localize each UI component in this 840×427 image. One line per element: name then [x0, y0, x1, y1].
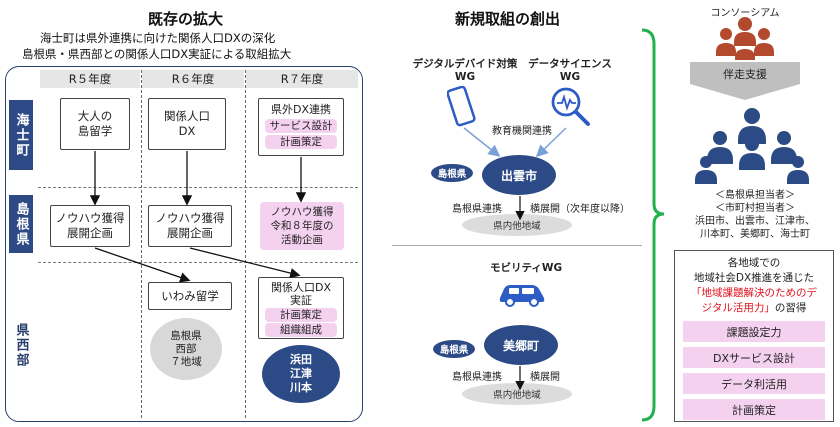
- wg-digital-divide: デジタルデバイド対策 WG: [405, 58, 525, 84]
- cities-line-2: 川本町、美郷町、海士町: [700, 229, 810, 240]
- green-bracket: [641, 28, 665, 422]
- magnifier-icon: [551, 87, 590, 126]
- expand-2: 横展開: [530, 372, 560, 383]
- middle-separator: [392, 245, 642, 246]
- shimane-r7-box: ノウハウ獲得 令和８年度の 活動企画: [260, 202, 344, 250]
- support-label: 伴走支援: [723, 68, 767, 81]
- col-separator: [141, 70, 142, 418]
- middle-title: 新規取組の創出: [455, 10, 561, 28]
- ama-r6-line2: DX: [178, 124, 196, 138]
- west-r7-cities: 浜田 江津 川本: [262, 345, 340, 403]
- wg-data-science: データサイエンス WG: [515, 58, 625, 84]
- city-izumo: 出雲市: [482, 155, 556, 195]
- col-separator: [245, 70, 246, 418]
- ama-r5-box: 大人の 島留学: [60, 98, 130, 150]
- edu-link-label: 教育機関連携: [492, 126, 552, 137]
- row-header-shimane: 島根県: [9, 195, 33, 253]
- left-frame: [5, 66, 363, 422]
- left-arrows: [89, 151, 307, 283]
- wg2-line2: WG: [559, 71, 581, 83]
- west-city-hamada: 浜田: [290, 353, 312, 366]
- skills-red1: 「地域課題解決のためのデ: [691, 287, 817, 299]
- shimane-r7-line2: 令和８年度の: [270, 220, 334, 232]
- consortium-icon: [716, 17, 774, 60]
- skills-box: 各地域での 地域社会DX推進を通じた 「地域課題解決のためのデ ジタル活用力」の…: [674, 250, 834, 422]
- skill-planning: 計画策定: [683, 399, 825, 420]
- skill-problem-setting: 課題設定力: [683, 321, 825, 342]
- cities-line-1: 浜田市、出雲市、江津市、: [695, 216, 815, 227]
- shimane-r5-line1: ノウハウ獲得: [55, 211, 125, 225]
- year-header-r7: R７年度: [246, 70, 358, 88]
- ama-r5-line2: 島留学: [77, 124, 113, 138]
- skills-suffix: の習得: [774, 302, 807, 314]
- row-header-west: 県西部: [9, 310, 33, 380]
- wg2-line1: データサイエンス: [528, 58, 612, 70]
- wg1-line2: WG: [454, 71, 476, 83]
- west-region-line1: 島根県: [170, 329, 202, 342]
- shimane-r6-line2: 展開企画: [167, 226, 213, 240]
- row-separator: [38, 262, 358, 263]
- skills-red2: ジタル活用力」: [701, 302, 775, 314]
- west-r6-box: いわみ留学: [148, 282, 232, 310]
- ama-r7-item-service: サービス設計: [265, 119, 337, 133]
- west-r6-label: いわみ留学: [161, 289, 219, 303]
- shimane-r6-box: ノウハウ獲得 展開企画: [148, 205, 232, 247]
- consortium-label: コンソーシアム: [710, 8, 780, 19]
- west-r7-item-plan: 計画策定: [265, 308, 337, 322]
- ama-r6-line1: 関係人口: [164, 109, 210, 123]
- arrow-shimane-r6-to-west: [189, 247, 301, 279]
- ama-r7-item-plan: 計画策定: [265, 135, 337, 149]
- west-city-gotsu: 江津: [290, 367, 312, 380]
- shimane-r6-line1: ノウハウ獲得: [155, 211, 225, 225]
- support-arrow: [690, 62, 800, 84]
- staff-icon: [695, 108, 809, 184]
- west-r7-box: 関係人口DX 実証 計画策定 組織組成: [258, 277, 344, 339]
- left-title: 既存の拡大: [148, 10, 224, 28]
- car-icon: [499, 285, 545, 307]
- region-1: 県内他地域: [462, 214, 572, 236]
- expand-1: 横展開（次年度以降）: [530, 204, 630, 215]
- smartphone-icon: [447, 86, 476, 127]
- staff-pref: ＜島根県担当者＞: [715, 190, 795, 201]
- wg-mobility: モビリティWG: [490, 262, 563, 274]
- year-header-r5: R５年度: [40, 70, 140, 88]
- left-subtitle-1: 海士町は県外連携に向けた関係人口DXの深化: [40, 31, 276, 45]
- west-r7-item-org: 組織組成: [265, 323, 337, 337]
- skills-line1: 各地域での: [727, 257, 781, 269]
- ama-r6-box: 関係人口 DX: [148, 98, 226, 150]
- pref-badge-2: 島根県: [432, 339, 476, 359]
- year-header-r6: R６年度: [142, 70, 244, 88]
- left-subtitle-2: 島根県・県西部との関係人口DX実証による取組拡大: [22, 47, 292, 61]
- pref-link-2: 島根県連携: [452, 372, 502, 383]
- west-region-line3: ７地域: [170, 355, 202, 368]
- middle-arrows: [463, 28, 665, 422]
- west-city-kawamoto: 川本: [290, 381, 312, 394]
- skill-data-usage: データ利活用: [683, 373, 825, 394]
- shimane-r5-box: ノウハウ獲得 展開企画: [50, 205, 130, 247]
- ama-r5-line1: 大人の: [77, 109, 113, 123]
- shimane-r5-line2: 展開企画: [67, 226, 113, 240]
- ama-r7-title: 県外DX連携: [270, 103, 331, 116]
- region-2: 県内他地域: [462, 383, 572, 405]
- skill-dx-service: DXサービス設計: [683, 347, 825, 368]
- pref-link-1: 島根県連携: [452, 204, 502, 215]
- staff-city: ＜市町村担当者＞: [715, 203, 795, 214]
- arrow-shimane-r5-to-west: [94, 247, 191, 283]
- row-header-ama: 海士町: [9, 100, 33, 170]
- city-misato: 美郷町: [484, 325, 558, 365]
- skills-red2-row: ジタル活用力」の習得: [675, 300, 833, 315]
- west-r7-title1: 関係人口DX: [270, 281, 331, 294]
- support-arrow-head: [690, 84, 800, 100]
- ama-r7-box: 県外DX連携 サービス設計 計画策定: [258, 98, 344, 156]
- shimane-r7-line3: 活動企画: [281, 234, 323, 246]
- west-region-line2: 西部: [175, 342, 197, 355]
- west-r7-title2: 実証: [290, 294, 312, 307]
- shimane-r7-line1: ノウハウ獲得: [270, 206, 334, 218]
- wg1-line1: デジタルデバイド対策: [412, 58, 518, 70]
- row-separator: [38, 187, 358, 188]
- skills-line2: 地域社会DX推進を通じた: [693, 272, 815, 284]
- west-r6-region: 島根県 西部 ７地域: [150, 318, 222, 380]
- pref-badge-1: 島根県: [430, 163, 474, 183]
